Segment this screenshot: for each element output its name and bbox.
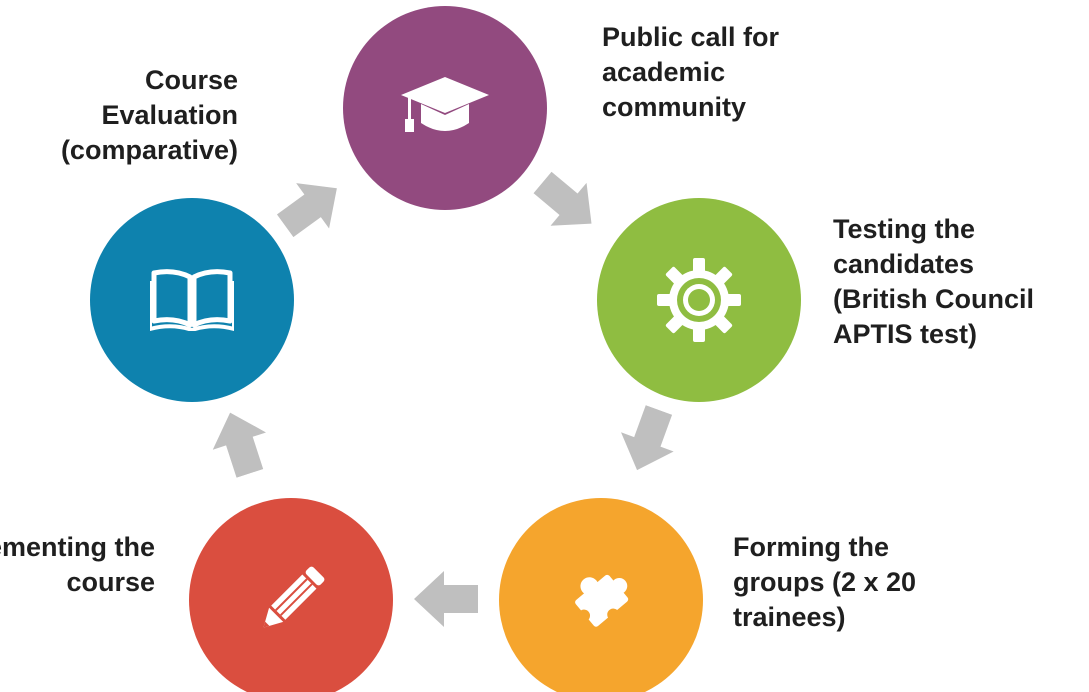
graduation-cap-icon (401, 77, 489, 132)
step-4-circle (189, 498, 393, 692)
arrow-step-2-to-3 (621, 405, 674, 471)
step-2-label: Testing the candidates (British Council … (833, 214, 1034, 349)
step-1-circle (343, 6, 547, 210)
step-1-label: Public call for academic community (602, 22, 780, 122)
arrow-step-4-to-5 (212, 412, 267, 478)
step-4-label: Implementing the course (0, 532, 155, 597)
gear-icon (657, 258, 741, 342)
book-icon (150, 269, 234, 331)
arrow-step-3-to-4 (414, 571, 478, 627)
arrow-step-1-to-2 (533, 171, 592, 226)
step-3-circle (499, 498, 703, 692)
pencil-icon (263, 566, 325, 628)
puzzle-piece-icon (575, 574, 629, 627)
arrow-step-5-to-1 (276, 183, 337, 238)
step-3-label: Forming the groups (2 x 20 trainees) (733, 532, 917, 632)
step-5-label: Course Evaluation (comparative) (60, 65, 238, 165)
step-5-circle (90, 198, 294, 402)
step-2-circle (597, 198, 801, 402)
